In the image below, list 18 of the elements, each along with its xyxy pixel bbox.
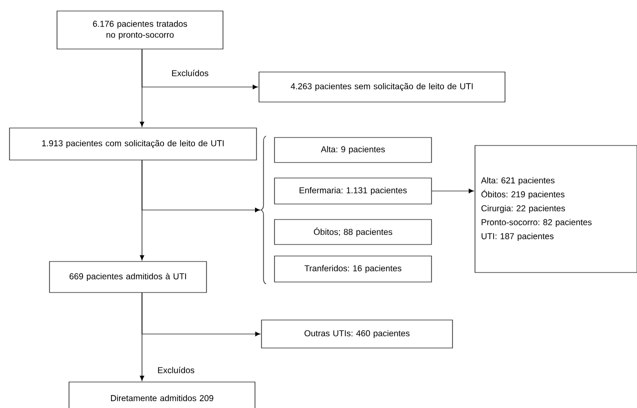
process-box: Alta: 9 pacientes: [274, 137, 432, 163]
process-box: 4.263 pacientes sem solicitação de leito de UTI: [258, 72, 506, 102]
brace: [260, 136, 266, 284]
edge-label: Excluídos: [156, 366, 196, 374]
arrow: [142, 49, 258, 90]
process-box: 669 pacientes admitidos à UTI: [49, 261, 207, 293]
arrow: [432, 188, 474, 194]
arrow: [142, 160, 260, 212]
process-box: 6.176 pacientes tratados no pronto-socorro: [56, 10, 224, 50]
process-box: Tranferidos: 16 pacientes: [274, 256, 432, 282]
process-box: 1.913 pacientes com solicitação de leito de UTI: [9, 128, 257, 160]
edge-label: Excluídos: [170, 68, 210, 78]
process-box: Óbitos; 88 pacientes: [274, 219, 432, 245]
process-box: Diretamente admitidos 209: [68, 382, 256, 408]
process-box: Outras UTIs: 460 pacientes: [261, 320, 453, 348]
list-box: Alta: 621 pacientes Óbitos: 219 pacientes Cirurgia: 22 pacientes Pronto-socorro: 82 pacientes UTI: 187 pacientes: [474, 145, 637, 273]
arrow: [140, 292, 144, 381]
process-box: Enfermaria: 1.131 pacientes: [274, 178, 432, 204]
